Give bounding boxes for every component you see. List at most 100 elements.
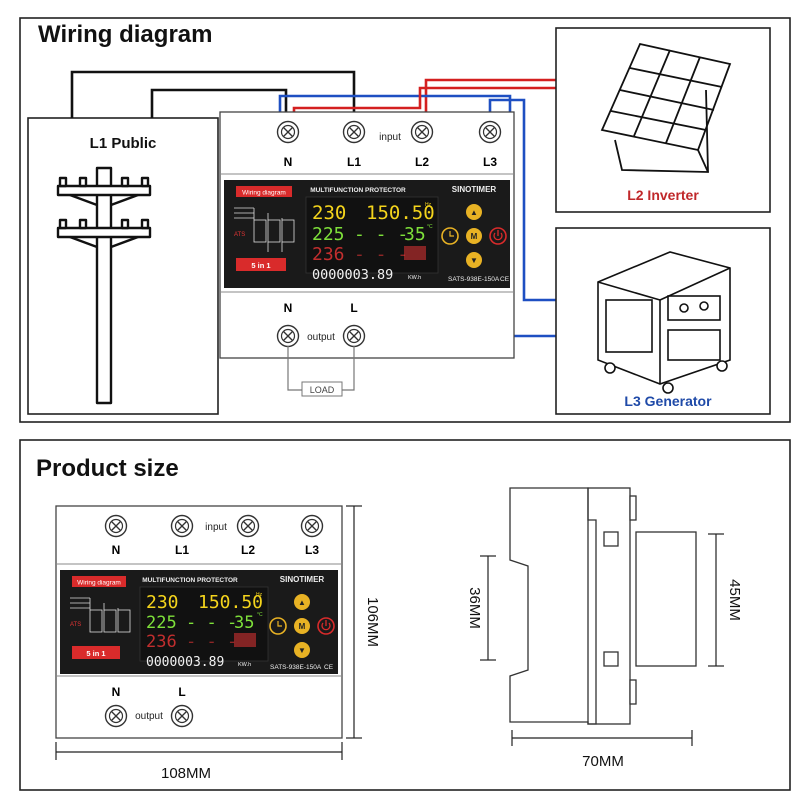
- energy-unit: KW.h: [238, 662, 251, 668]
- deg-unit: °C: [257, 612, 263, 618]
- brand-label: SINOTIMER: [452, 185, 497, 194]
- load-box: LOAD: [287, 346, 355, 397]
- terminal-out-l-icon: [342, 324, 366, 348]
- lcd-current1: 150.50: [366, 202, 435, 224]
- clock-button[interactable]: [269, 617, 287, 635]
- height-dimension: [346, 505, 362, 739]
- right-label: 45MM: [726, 579, 743, 621]
- depth-dimension: [511, 730, 693, 746]
- wire-red-n: [292, 86, 556, 118]
- side-view: [509, 487, 697, 725]
- device-wiring: input N L1 L2 L3 Wiring diagram ATS 5 in…: [219, 111, 515, 359]
- lcd-dashes: - - -: [186, 613, 237, 633]
- lcd-voltage2: 225: [312, 224, 345, 245]
- model-label: SATS-938E-150A: [448, 276, 500, 283]
- wire-black-n: [150, 88, 288, 118]
- down-button[interactable]: [294, 642, 310, 658]
- size-section: Product size input N L1 L2 L3 Wiring dia…: [19, 439, 791, 791]
- wiring-badge: Wiring diagram: [242, 190, 286, 197]
- terminal-label: N: [284, 155, 293, 169]
- lcd-dashes: - - -: [354, 224, 408, 245]
- depth-label: 70MM: [582, 753, 624, 770]
- terminal-label: L: [178, 685, 185, 699]
- solar-panel-icon: [600, 42, 732, 173]
- up-arrow-icon: ▲: [298, 598, 306, 607]
- terminal-label: L1: [347, 155, 361, 169]
- power-button[interactable]: [317, 617, 335, 635]
- up-arrow-icon: ▲: [470, 208, 478, 217]
- terminal-label: N: [284, 301, 293, 315]
- terminal-label: N: [112, 685, 121, 699]
- l1-public-box: L1 Public: [27, 117, 219, 415]
- menu-button[interactable]: [294, 618, 310, 634]
- m-icon: M: [299, 622, 306, 631]
- left-rail-label: 36MM: [466, 587, 483, 629]
- terminal-label: L2: [241, 543, 255, 557]
- l3-generator-box: L3 Generator: [555, 227, 771, 415]
- hz-unit: Hz: [425, 202, 432, 208]
- power-icon: [493, 230, 503, 241]
- input-label: input: [379, 132, 401, 143]
- lcd-display: [305, 196, 439, 274]
- output-label: output: [135, 711, 163, 722]
- l1-public-label: L1 Public: [90, 135, 157, 152]
- lcd-energy: 0000003.89: [312, 267, 393, 283]
- terminal-out-l-icon: [170, 704, 194, 728]
- up-button[interactable]: [294, 594, 310, 610]
- lcd-voltage1: 230: [312, 202, 346, 224]
- ats-label: ATS: [234, 232, 245, 238]
- clock-button[interactable]: [441, 227, 459, 245]
- terminal-n-icon: [104, 514, 128, 538]
- clock-icon: [449, 231, 454, 237]
- terminal-out-n-icon: [104, 704, 128, 728]
- mini-schematic-icon: [234, 207, 295, 252]
- lcd-energy: 0000003.89: [146, 655, 224, 670]
- ats-label: ATS: [70, 622, 81, 628]
- power-button[interactable]: [489, 227, 507, 245]
- lcd-current1: 150.50: [198, 592, 263, 613]
- terminal-l3-icon: [300, 514, 324, 538]
- down-arrow-icon: ▼: [470, 256, 478, 265]
- brand-label: SINOTIMER: [280, 575, 325, 584]
- mode-badge: 5 in 1: [251, 261, 270, 270]
- panel-title: MULTIFUNCTION PROTECTOR: [142, 577, 238, 584]
- lcd-display: [139, 586, 269, 662]
- l2-inverter-box: L2 Inverter: [555, 27, 771, 213]
- terminal-out-n-icon: [276, 324, 300, 348]
- terminal-label: N: [112, 543, 121, 557]
- left-rail-dimension: [480, 555, 496, 661]
- model-label: SATS-938E-150A: [270, 664, 322, 671]
- up-button[interactable]: [466, 204, 482, 220]
- height-label: 106MM: [364, 597, 381, 647]
- mini-schematic-icon: [70, 597, 131, 633]
- load-label: LOAD: [310, 385, 335, 395]
- wire-blue-l3: [488, 98, 556, 302]
- menu-button[interactable]: [466, 228, 482, 244]
- ce-mark: CE: [500, 276, 510, 283]
- input-label: input: [205, 522, 227, 533]
- down-button[interactable]: [466, 252, 482, 268]
- generator-icon: [597, 251, 731, 394]
- lcd-dashes-red: - - -: [354, 244, 408, 265]
- wire-blue-n: [278, 94, 556, 338]
- wiring-badge: Wiring diagram: [77, 580, 121, 587]
- terminal-l2-icon: [410, 120, 434, 144]
- energy-unit: KW.h: [408, 275, 421, 281]
- deg-unit: °C: [427, 224, 433, 230]
- wiring-section: Wiring diagram L1 Public: [19, 17, 791, 423]
- down-arrow-icon: ▼: [298, 646, 306, 655]
- size-title: Product size: [36, 455, 179, 482]
- wiring-title: Wiring diagram: [38, 21, 212, 48]
- terminal-n-icon: [276, 120, 300, 144]
- terminal-label: L2: [415, 155, 429, 169]
- lcd-voltage1: 230: [146, 592, 179, 613]
- ce-mark: CE: [324, 664, 334, 671]
- terminal-l1-icon: [342, 120, 366, 144]
- utility-pole-icon: [56, 166, 152, 405]
- hz-unit: Hz: [256, 592, 263, 598]
- mode-badge: 5 in 1: [86, 649, 105, 658]
- lcd-temp: 35: [234, 613, 254, 633]
- output-label: output: [307, 332, 335, 343]
- wires: [70, 70, 556, 338]
